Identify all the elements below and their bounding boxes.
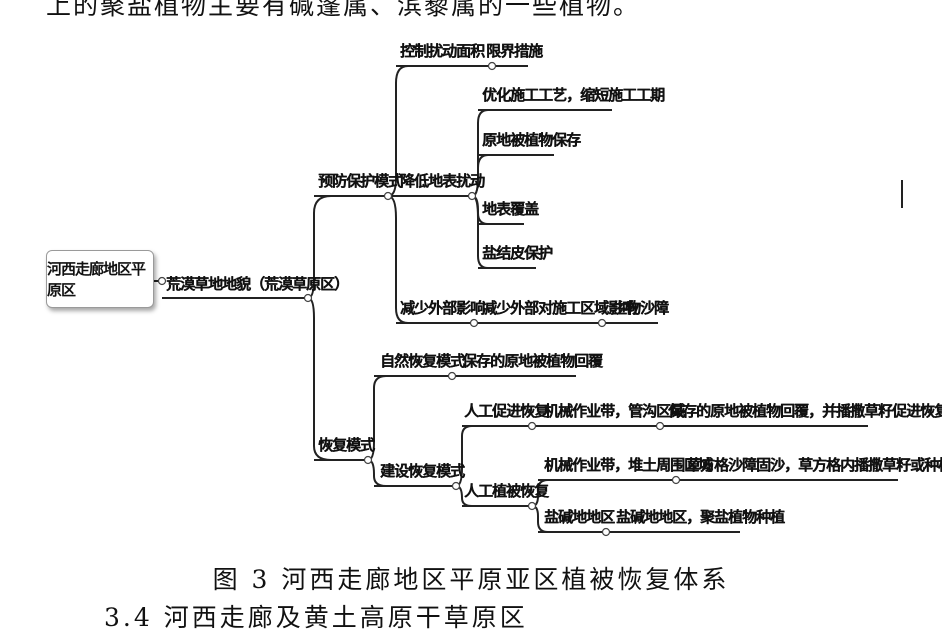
- collapse-knob-promote: [527, 421, 537, 431]
- collapse-knob-external-child: [597, 318, 607, 328]
- reduce-external-child-node[interactable]: 减少外部对施工区域影响: [482, 299, 637, 317]
- optimize-process-node[interactable]: 优化施工工艺，缩短施工工期: [482, 86, 665, 104]
- reduce-surface-node[interactable]: 降低地表扰动: [400, 172, 485, 190]
- restoration-node[interactable]: 恢复模式: [318, 436, 375, 454]
- reduce-external-node[interactable]: 减少外部影响: [400, 299, 485, 317]
- natural-restoration-child-node[interactable]: 保存的原地被植物回覆: [462, 352, 603, 370]
- collapse-knob-promote-child: [655, 421, 665, 431]
- collapse-knob-root: [157, 276, 167, 286]
- connector-reduce-external: [387, 195, 409, 324]
- collapse-knob-planting-child2: [601, 527, 611, 537]
- connector-control: [387, 65, 409, 197]
- surface-cover-node[interactable]: 地表覆盖: [482, 200, 539, 218]
- collapse-knob-control: [487, 61, 497, 71]
- root-node-label: 河西走廊地区平原区: [47, 260, 146, 299]
- collapse-knob-construction: [451, 481, 461, 491]
- collapse-knob-prevention: [383, 191, 393, 201]
- planting-grandchild2-node[interactable]: 盐碱地地区，聚盐植物种植: [616, 508, 785, 526]
- preserve-vegetation-node[interactable]: 原地被植物保存: [482, 131, 581, 149]
- planting-child1-node[interactable]: 机械作业带，堆土周围区域: [544, 456, 713, 474]
- promote-child-node[interactable]: 机械作业带，管沟区域: [544, 402, 685, 420]
- planting-child2-node[interactable]: 盐碱地地区: [544, 508, 615, 526]
- top-paragraph-text: 上的聚盐植物主要有碱蓬属、滨藜属的一些植物。: [46, 0, 641, 20]
- prevention-node[interactable]: 预防保护模式: [318, 172, 403, 190]
- edge-mark: [901, 180, 903, 208]
- collapse-knob-planting: [527, 501, 537, 511]
- construction-restoration-node[interactable]: 建设恢复模式: [380, 462, 465, 480]
- natural-restoration-node[interactable]: 自然恢复模式: [380, 352, 465, 370]
- collapse-knob-natural: [447, 371, 457, 381]
- level1-node[interactable]: 荒漠草地地貌（荒漠草原区）: [166, 275, 349, 293]
- artificial-planting-node[interactable]: 人工植被恢复: [464, 482, 549, 500]
- collapse-knob-reduce-external: [469, 318, 479, 328]
- collapse-knob-reduce-surface: [467, 191, 477, 201]
- root-node[interactable]: 河西走廊地区平原区: [46, 250, 154, 308]
- collapse-knob-planting-child1: [671, 475, 681, 485]
- limit-measures-node[interactable]: 限界措施: [486, 42, 543, 60]
- section-heading: 3.4 河西走廊及黄土高原干草原区: [104, 603, 528, 632]
- mindmap-figure: 河西走廊地区平原区 荒漠草地地貌（荒漠草原区） 预防保护模式 控制扰动面积 限界…: [46, 28, 942, 548]
- artificial-promote-node[interactable]: 人工促进恢复: [464, 402, 549, 420]
- salt-crust-node[interactable]: 盐结皮保护: [482, 244, 553, 262]
- collapse-knob-restoration: [363, 455, 373, 465]
- planting-grandchild1-node[interactable]: 草方格沙障固沙，草方格内播撒草籽或种植灌木: [686, 456, 942, 474]
- control-area-node[interactable]: 控制扰动面积: [400, 42, 485, 60]
- figure-caption: 图 3 河西走廊地区平原亚区植被恢复体系: [212, 565, 730, 594]
- collapse-knob-level1: [303, 293, 313, 303]
- sand-barrier-node[interactable]: 生物沙障: [612, 299, 669, 317]
- promote-grandchild-node[interactable]: 保存的原地被植物回覆，并播撒草籽促进恢复: [668, 402, 942, 420]
- mindmap-connectors: [153, 61, 898, 537]
